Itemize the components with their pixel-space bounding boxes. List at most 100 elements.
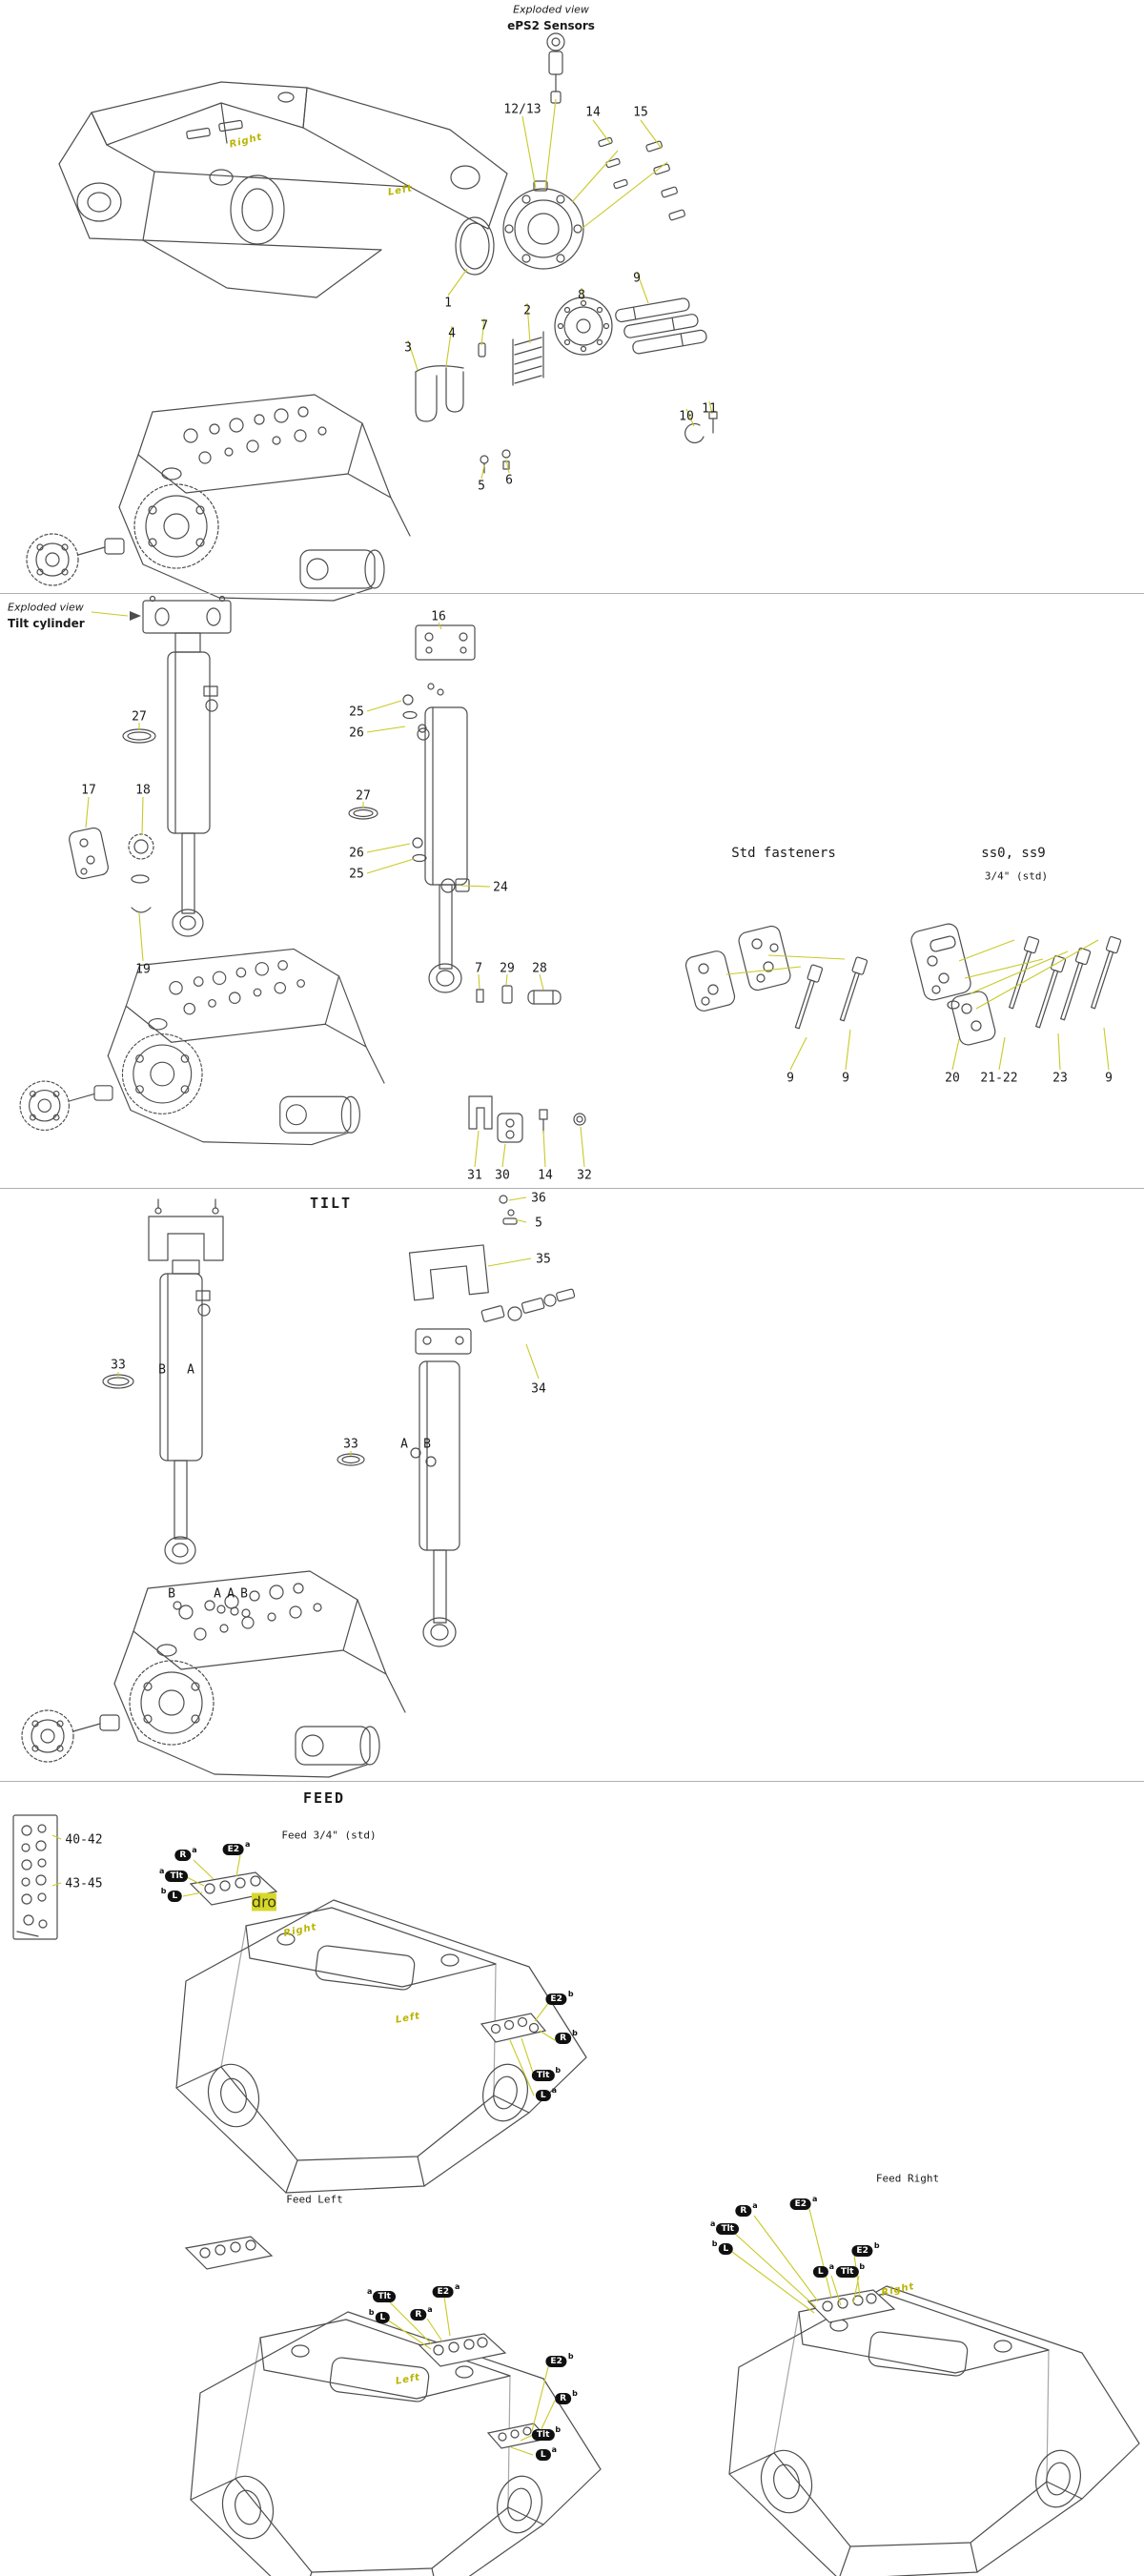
part-number-label: 31 xyxy=(467,1168,482,1183)
left-cylinder-assembly xyxy=(102,1198,224,1564)
part-number-label: 43-45 xyxy=(65,1876,103,1891)
header-arrow xyxy=(130,611,141,621)
link-parts xyxy=(468,1095,586,1143)
drawing-title-feed-right: Feed Right xyxy=(875,2172,940,2185)
port-letter-label: A xyxy=(227,1586,235,1602)
callout-lines xyxy=(117,1196,540,1456)
port-badge-text: Tlt xyxy=(835,2266,859,2278)
part-number-label: 36 xyxy=(531,1191,546,1206)
part-number-label: 8 xyxy=(578,288,585,303)
feed-art xyxy=(12,1814,1140,2576)
port-badge-text: R xyxy=(555,2033,572,2044)
part-number-label: 2 xyxy=(523,303,531,318)
tilt-art xyxy=(21,1195,576,1778)
part-number-label: 5 xyxy=(535,1216,542,1231)
port-letter-label: B xyxy=(158,1362,166,1378)
sensor-ring xyxy=(455,180,584,276)
port-sup-letter: b xyxy=(555,2066,562,2075)
part-number-label: 10 xyxy=(679,409,694,424)
section-title-feed: FEED xyxy=(302,1789,346,1807)
part-number-label: 24 xyxy=(493,880,508,895)
view-type-label: Exploded view xyxy=(8,601,84,614)
orientation-label: Right xyxy=(228,132,264,151)
port-sup-letter: a xyxy=(752,2201,758,2210)
port-sup-letter: a xyxy=(812,2195,818,2203)
port-badge-text: R xyxy=(410,2309,427,2320)
port-sup-letter: b xyxy=(572,2389,578,2398)
part-number-label: 6 xyxy=(505,473,513,488)
part-number-label: 33 xyxy=(343,1437,358,1452)
orientation-label: Left xyxy=(395,2372,421,2387)
port-letter-label: B xyxy=(240,1586,248,1602)
drawing-title-feed-left: Feed Left xyxy=(286,2193,343,2206)
part-number-label: 4 xyxy=(448,326,456,341)
port-sup-letter: b xyxy=(711,2239,718,2248)
port-badge-text: Tlt xyxy=(531,2429,555,2441)
port-sup-letter: a xyxy=(427,2305,433,2314)
part-number-label: 5 xyxy=(478,479,485,494)
part-number-label: 9 xyxy=(786,1071,794,1086)
part-number-label: 35 xyxy=(536,1252,551,1267)
port-sup-letter: a xyxy=(159,1867,165,1875)
part-number-label: 40-42 xyxy=(65,1832,103,1848)
part-number-label: 32 xyxy=(577,1168,592,1183)
part-number-label: 26 xyxy=(349,846,364,861)
callout-lines xyxy=(407,98,713,480)
feed-manifolds xyxy=(184,1871,896,2449)
tilt-cylinder-art xyxy=(19,595,1122,1168)
part-number-label: 23 xyxy=(1052,1071,1068,1086)
port-sup-letter: a xyxy=(245,1840,251,1849)
port-sup-letter: a xyxy=(455,2282,460,2291)
port-sup-letter: a xyxy=(828,2262,835,2271)
part-number-label: 15 xyxy=(633,105,648,120)
part-number-label: 26 xyxy=(349,726,364,741)
port-sup-letter: a xyxy=(551,2086,558,2095)
port-badge-text: E2 xyxy=(222,1844,245,1855)
view-name-label: ePS2 Sensors xyxy=(507,19,595,32)
port-sup-letter: b xyxy=(567,2352,574,2361)
port-badge-text: Tlt xyxy=(716,2223,739,2235)
port-sup-letter: b xyxy=(160,1887,167,1895)
part-number-label: 25 xyxy=(349,705,364,720)
callout-lines xyxy=(85,611,1110,1168)
orientation-label: Right xyxy=(880,2280,916,2300)
port-badge-text: L xyxy=(535,2449,551,2461)
panel-subtitle: 3/4" (std) xyxy=(984,869,1049,883)
part-number-label: 30 xyxy=(495,1168,510,1183)
port-letter-label: B xyxy=(168,1586,175,1602)
part-number-label: 27 xyxy=(356,788,371,804)
port-sup-letter: a xyxy=(367,2287,373,2296)
orientation-label: Left xyxy=(387,183,414,198)
port-badge-text: L xyxy=(718,2243,734,2255)
eps2-art xyxy=(26,32,718,602)
port-badge-text: R xyxy=(174,1850,192,1861)
part-number-label: 28 xyxy=(532,961,547,976)
port-badge-text: L xyxy=(167,1891,183,1902)
part-number-label: 17 xyxy=(81,783,96,798)
port-badge-text: E2 xyxy=(851,2245,873,2257)
small-screws-washer xyxy=(480,411,718,474)
part-number-label: 1 xyxy=(444,296,452,311)
part-number-label: 34 xyxy=(531,1381,546,1397)
port-sup-letter: a xyxy=(192,1846,197,1854)
part-number-label: 16 xyxy=(431,609,446,624)
port-letter-label: A xyxy=(214,1586,221,1602)
part-number-label: 7 xyxy=(475,961,482,976)
port-sup-letter: b xyxy=(859,2262,866,2271)
std-fasteners-parts xyxy=(684,925,868,1030)
